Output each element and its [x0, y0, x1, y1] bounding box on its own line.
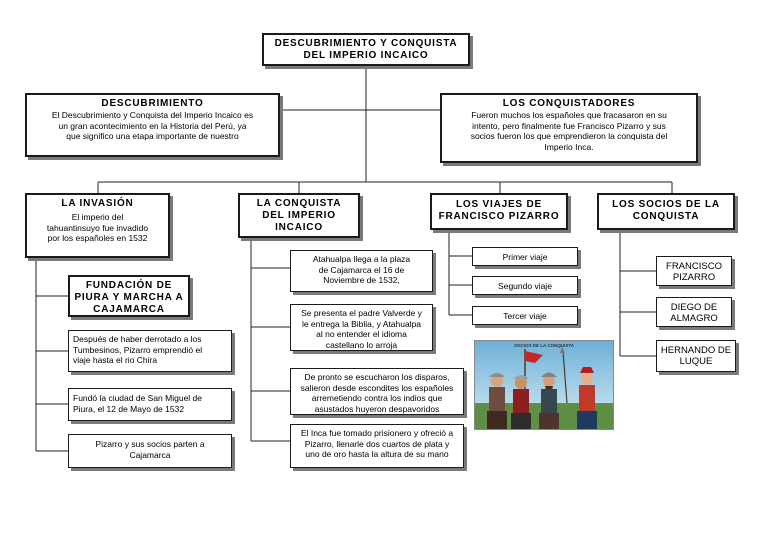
conquista-item-text: le entrega la Biblia, y Atahualpa: [301, 318, 422, 329]
viajes-title-line: FRANCISCO PIZARRO: [438, 211, 560, 222]
conquistadores-text: Imperio Inca.: [544, 141, 594, 152]
conquista-item-box: El Inca fue tomado prisionero y ofreció …: [290, 424, 464, 468]
conquista-item-text: uno de oro hasta la altura de su mano: [305, 449, 449, 459]
descubrimiento-title: DESCUBRIMIENTO: [101, 98, 204, 109]
conquista-item-text: arremetiendo contra los indios que: [311, 393, 443, 403]
conquista-box: LA CONQUISTA DEL IMPERIO INCAICO: [238, 193, 360, 238]
invasion-box: LA INVASIÓN El imperio del tahuantinsuyo…: [25, 193, 170, 258]
socio-item-text: FRANCISCO: [666, 261, 722, 272]
illustration-caption: SOCIOS DE LA CONQUISTA: [513, 343, 574, 348]
viaje-item-text: Tercer viaje: [503, 311, 547, 321]
socio-item-text: DIEGO DE: [670, 302, 718, 313]
socio-item-box: FRANCISCO PIZARRO: [656, 256, 732, 286]
conquista-title-line: DEL IMPERIO: [262, 210, 336, 221]
invasion-item-text: Pizarro y sus socios parten a: [95, 439, 205, 449]
root-title-line: DEL IMPERIO INCAICO: [303, 50, 429, 61]
invasion-item-box: Fundó la ciudad de San Miguel de Piura, …: [68, 388, 232, 421]
invasion-text: El imperio del: [71, 212, 124, 222]
conquista-item-text: castellano lo arroja: [325, 339, 398, 350]
conquista-item-text: salieron desde escondites los españoles: [300, 382, 454, 393]
conquistadores-text: socios fueron los que emprendieron la co…: [470, 131, 668, 141]
viajes-title-line: LOS VIAJES DE: [456, 199, 542, 210]
socio-item-box: HERNANDO DE LUQUE: [656, 340, 736, 372]
fundacion-title-line: CAJAMARCA: [93, 304, 165, 315]
socio-item-box: DIEGO DE ALMAGRO: [656, 297, 732, 327]
conquista-title-line: INCAICO: [275, 222, 323, 233]
invasion-text: por los españoles en 1532: [47, 233, 148, 243]
invasion-item-text: Tumbesinos, Pizarro emprendió el: [73, 344, 203, 355]
viaje-item-text: Segundo viaje: [498, 281, 552, 291]
socio-item-text: ALMAGRO: [670, 313, 718, 324]
socio-item-text: PIZARRO: [672, 272, 716, 283]
fundacion-title-line: PIURA Y MARCHA A: [74, 292, 184, 303]
invasion-item-text: viaje hasta el rio Chira: [73, 355, 158, 365]
conquista-item-text: El Inca fue tomado prisionero y ofreció …: [300, 428, 454, 438]
conquista-item-text: al no entender el idioma: [316, 329, 407, 339]
socios-box: LOS SOCIOS DE LA CONQUISTA: [597, 193, 735, 230]
invasion-text: tahuantinsuyo fue invadido: [46, 222, 149, 233]
socio-item-text: LUQUE: [679, 356, 713, 367]
descubrimiento-text: que significo una etapa importante de nu…: [66, 131, 239, 141]
viaje-item-text: Primer viaje: [502, 252, 548, 262]
invasion-item-text: Piura, el 12 de Mayo de 1532: [73, 403, 185, 414]
conquista-item-text: Se presenta el padre Valverde y: [301, 308, 422, 318]
conquistadores-text: intento, pero finalmente fue Francisco P…: [472, 120, 666, 131]
invasion-item-text: Fundó la ciudad de San Miguel de: [73, 393, 203, 403]
conquista-item-box: De pronto se escucharon los disparos, sa…: [290, 368, 464, 415]
invasion-item-box: Después de haber derrotado a los Tumbesi…: [68, 330, 232, 372]
conquista-item-text: De pronto se escucharon los disparos,: [304, 372, 450, 382]
socios-title-line: CONQUISTA: [632, 211, 700, 222]
conquistadores-text: Fueron muchos los españoles que fracasar…: [471, 110, 667, 120]
conquista-item-text: de Cajamarca el 16 de: [318, 264, 405, 275]
conquista-item-text: Pizarro, llenarle dos cuartos de plata y: [304, 438, 450, 449]
invasion-item-box: Pizarro y sus socios parten a Cajamarca: [68, 434, 232, 468]
conquista-item-box: Se presenta el padre Valverde y le entre…: [290, 304, 433, 351]
fundacion-box: FUNDACIÓN DE PIURA Y MARCHA A CAJAMARCA: [68, 275, 190, 317]
socio-item-text: HERNANDO DE: [660, 345, 732, 356]
conquistadores-illustration: SOCIOS DE LA CONQUISTA: [474, 340, 614, 430]
viaje-item-box: Primer viaje: [472, 247, 578, 266]
descubrimiento-box: DESCUBRIMIENTO El Descubrimiento y Conqu…: [25, 93, 280, 157]
conquistadores-box: LOS CONQUISTADORES Fueron muchos los esp…: [440, 93, 698, 163]
descubrimiento-text: un gran acontecimiento en la Historia de…: [58, 120, 247, 131]
conquista-item-text: asustados huyeron despavoridos: [314, 403, 440, 414]
invasion-item-text: Cajamarca: [129, 449, 171, 460]
fundacion-title-line: FUNDACIÓN DE: [85, 280, 173, 291]
descubrimiento-text: El Descubrimiento y Conquista del Imperi…: [51, 110, 254, 120]
conquista-item-text: Atahualpa llega a la plaza: [312, 254, 411, 264]
conquista-item-text: Noviembre de 1532,: [323, 275, 400, 285]
conquistadores-title: LOS CONQUISTADORES: [502, 98, 636, 109]
invasion-item-text: Después de haber derrotado a los: [73, 334, 202, 344]
viaje-item-box: Segundo viaje: [472, 276, 578, 295]
invasion-title: LA INVASIÓN: [61, 198, 134, 209]
viaje-item-box: Tercer viaje: [472, 306, 578, 325]
root-title-box: DESCUBRIMIENTO Y CONQUISTA DEL IMPERIO I…: [262, 33, 470, 66]
conquistadores-image: [475, 341, 613, 429]
root-title-line: DESCUBRIMIENTO Y CONQUISTA: [274, 38, 458, 49]
viajes-box: LOS VIAJES DE FRANCISCO PIZARRO: [430, 193, 568, 230]
socios-title-line: LOS SOCIOS DE LA: [612, 199, 720, 210]
conquista-title-line: LA CONQUISTA: [256, 198, 342, 209]
conquista-item-box: Atahualpa llega a la plaza de Cajamarca …: [290, 250, 433, 292]
